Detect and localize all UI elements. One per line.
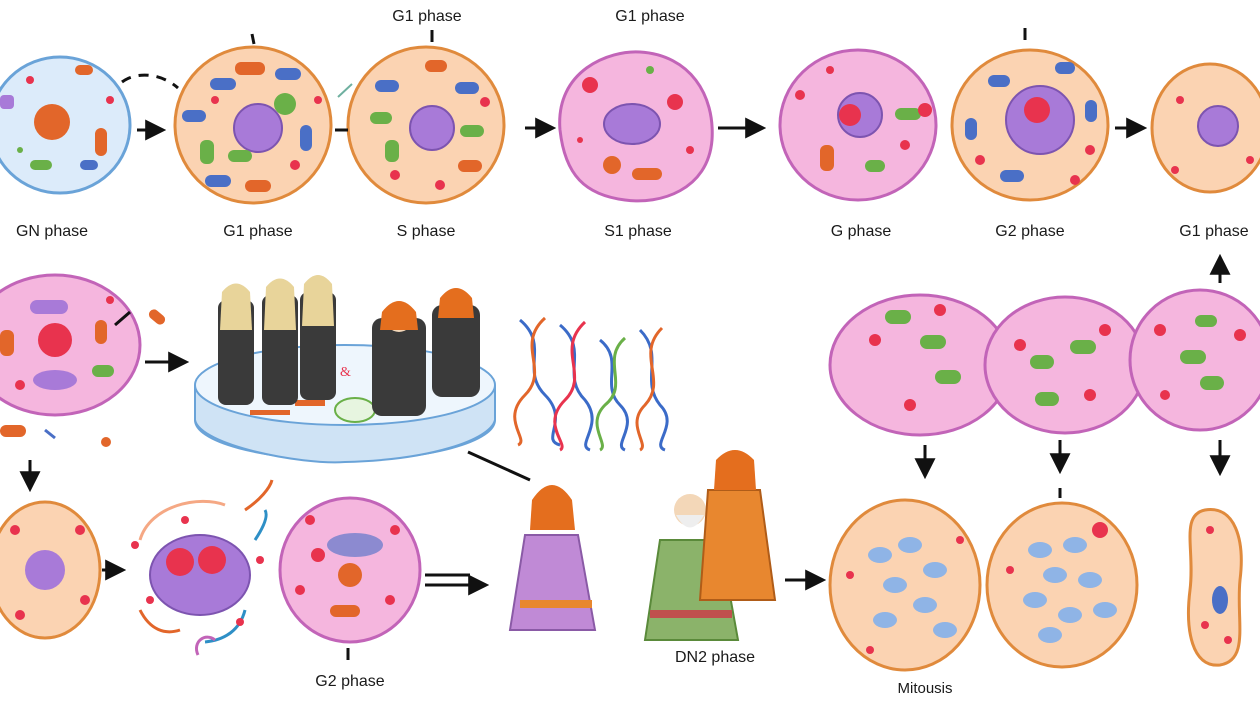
figure-purple-robe (508, 485, 597, 631)
cell-g2-phase (950, 48, 1110, 202)
svg-text:&: & (340, 365, 351, 380)
figure (300, 275, 336, 400)
label-mitosis: Mitousis (897, 680, 953, 697)
nucleus-icon (34, 104, 70, 140)
tick-mark (250, 33, 256, 45)
cell-g1-phase (173, 45, 333, 205)
nucleus-icon (409, 105, 455, 151)
label-top-g1-a: G1 phase (392, 8, 462, 25)
row2-left-arrows (19, 310, 190, 493)
cell-pink-left (0, 273, 142, 417)
label-top-g1-b: G1 phase (615, 8, 685, 25)
cell-gn-phase (0, 55, 132, 195)
figure (218, 283, 254, 405)
figure (432, 288, 480, 397)
cell-mitosis-left (828, 498, 982, 672)
row2-right-arrows (914, 440, 1231, 498)
tick-mark (114, 310, 131, 327)
figure (262, 278, 298, 405)
figure (372, 301, 426, 416)
label-s-phase: S phase (396, 223, 456, 240)
cell-dividing (131, 479, 274, 656)
platform-scene: & (194, 275, 496, 464)
label-g2-phase-bottom: G2 phase (315, 673, 385, 690)
label-dn2-phase: DN2 phase (674, 649, 756, 666)
cell-s-phase (346, 45, 506, 205)
dna-helices (513, 316, 669, 452)
row1-arrows (121, 28, 1231, 283)
figure-orange-robe (698, 450, 777, 601)
cell-cluster-right (828, 288, 1260, 437)
nucleus-icon (233, 103, 283, 153)
cell-orange-bottom-left (0, 500, 102, 640)
label-s1-phase: S1 phase (604, 223, 672, 240)
label-g-phase: G phase (830, 223, 892, 240)
cell-elongated (1187, 508, 1243, 667)
cell-g-phase (778, 48, 938, 202)
cell-mitosis-right (985, 501, 1139, 669)
arrow-icon (121, 73, 179, 90)
cell-g2-bottom (278, 496, 422, 644)
nucleus-icon (1197, 105, 1239, 147)
cell-s1-phase (558, 50, 714, 203)
label-g1-phase: G1 phase (223, 223, 293, 240)
label-g2-phase: G2 phase (995, 223, 1065, 240)
cell-g1-phase-right (1150, 62, 1260, 194)
nucleus-icon (603, 103, 661, 145)
label-gn-phase: GN phase (15, 223, 89, 240)
label-g1-phase-right: G1 phase (1179, 223, 1249, 240)
